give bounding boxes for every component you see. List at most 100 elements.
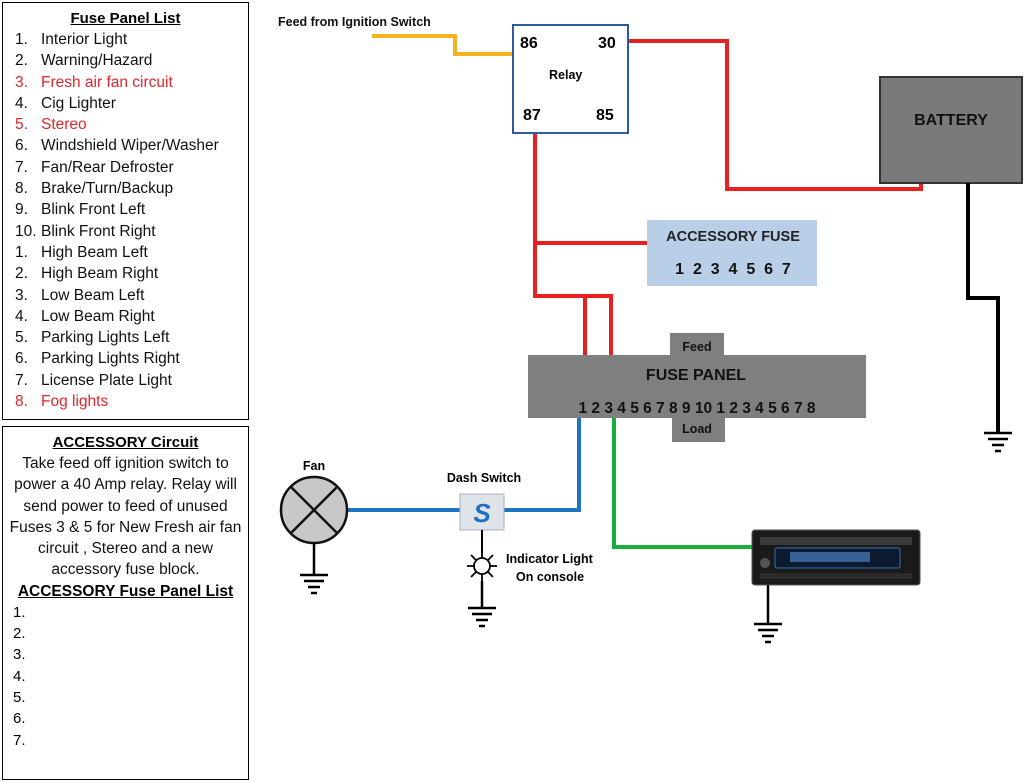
fuse-list-item-number: 9. — [15, 201, 28, 219]
fuse-list-item-number: 5. — [15, 329, 28, 347]
fuse-list-item: 7. License Plate Light — [15, 370, 248, 391]
fuse-list-item-label: Brake/Turn/Backup — [41, 180, 174, 198]
accessory-fuse-list-item: 3. — [13, 646, 26, 664]
indicator-ground-icon — [468, 606, 496, 628]
fan-circuit-wire — [348, 418, 581, 512]
fuse-list-item: 8.Fog lights — [15, 391, 248, 412]
stereo-wire — [612, 418, 754, 549]
feed-label: Feed from Ignition Switch — [278, 15, 431, 29]
fuse-list-item-label: Blink Front Left — [41, 201, 146, 219]
fuse-list-item: 5. Parking Lights Left — [15, 327, 248, 348]
fuse-panel-load-label: Load — [682, 422, 712, 436]
fuse-list-item-number: 4. — [15, 307, 28, 325]
fuse-list-item-number: 8. — [15, 393, 28, 411]
fuse-list-item-number: 3. — [15, 286, 28, 304]
fuse-panel-feed-tab — [670, 333, 724, 359]
fuse-panel-numbers: 1 2 3 4 5 6 7 8 9 10 1 2 3 4 5 6 7 8 — [579, 400, 816, 417]
fuse-list-item-number: 8. — [15, 180, 28, 198]
fan-ground-icon — [300, 573, 328, 595]
fuse-list-item-label: Windshield Wiper/Washer — [41, 137, 219, 155]
fuse-list-item-label: Low Beam Right — [41, 307, 155, 325]
fuse-list-item-number: 2. — [15, 265, 28, 283]
fuse-list-item-label: Blink Front Right — [41, 222, 156, 240]
fuse-panel — [528, 355, 866, 418]
accessory-fuse-list-item: 6. — [13, 710, 26, 728]
accessory-fuse-list-item: 5. — [13, 688, 26, 706]
fuse-list-item-label: Cig Lighter — [41, 94, 116, 112]
accessory-fuse-list: 1. 2. 3. 4. 5. 6. 7. — [3, 602, 248, 751]
accessory-fuse-label: ACCESSORY FUSE — [666, 229, 800, 245]
relay-pin-85: 85 — [596, 107, 614, 124]
dash-switch-icon: S — [459, 493, 505, 531]
fuse-list-item: 4. Low Beam Right — [15, 306, 248, 327]
fuse-list-item: 2. Warning/Hazard — [15, 50, 248, 71]
fuse-list-item-number: 7. — [15, 158, 28, 176]
indicator-label-2: On console — [516, 570, 584, 584]
indicator-light-icon — [467, 551, 497, 581]
fuse-list-item-label: Stereo — [41, 116, 87, 134]
accessory-fuse-list-title: ACCESSORY Fuse Panel List — [17, 582, 234, 600]
fuse-list-item-label: Low Beam Left — [41, 286, 145, 304]
accessory-fuse-list-item: 7. — [13, 731, 26, 749]
fuse-list-item: 1. Interior Light — [15, 29, 248, 50]
fuse-panel-list-title: Fuse Panel List — [70, 10, 181, 27]
fuse-list-item: 6.Parking Lights Right — [15, 348, 248, 369]
relay-pin-87: 87 — [523, 107, 541, 124]
fuse-panel-label: FUSE PANEL — [646, 367, 746, 384]
relay-box — [512, 24, 629, 134]
fuse-list-item-number: 6. — [15, 137, 28, 155]
relay-30-to-battery-wire — [628, 39, 923, 191]
fuse-list-item: 8. Brake/Turn/Backup — [15, 178, 248, 199]
fuse-list-item: 3.Fresh air fan circuit — [15, 72, 248, 93]
fuse-list-item-label: Warning/Hazard — [41, 52, 153, 70]
relay-87-wire — [533, 133, 613, 356]
fan-icon — [279, 475, 349, 545]
relay-pin-86: 86 — [520, 35, 538, 52]
accessory-circuit-box: ACCESSORY Circuit Take feed off ignition… — [2, 426, 249, 780]
fan-label: Fan — [303, 459, 325, 473]
fuse-list-item: 7. Fan/Rear Defroster — [15, 157, 248, 178]
fuse-panel-load-tab — [672, 414, 725, 442]
fuse-list-item-label: License Plate Light — [41, 371, 172, 389]
indicator-label-1: Indicator Light — [506, 552, 594, 566]
fuse-list-item: 3. Low Beam Left — [15, 285, 248, 306]
accessory-fuse-list-item: 2. — [13, 625, 26, 643]
fuse-list-item: 10.Blink Front Right — [15, 221, 248, 242]
relay-label: Relay — [549, 68, 582, 82]
accessory-fuse-list-item: 4. — [13, 667, 26, 685]
fuse-panel-list-box: Fuse Panel List 1. Interior Light 2. Warnin… — [2, 2, 249, 420]
accessory-fuse-list-item: 1. — [13, 603, 26, 621]
accessory-circuit-description: Take feed off ignition switch to power a… — [9, 455, 242, 579]
accessory-fuse-numbers: 1 2 3 4 5 6 7 — [675, 261, 791, 278]
fuse-list-item-label: Fresh air fan circuit — [41, 73, 173, 91]
fuse-list-item: 6. Windshield Wiper/Washer — [15, 135, 248, 156]
battery-ground-wire — [966, 183, 1000, 432]
fuse-list-item-label: Fan/Rear Defroster — [41, 158, 174, 176]
accessory-fuse-block — [647, 220, 817, 286]
stereo-icon — [751, 529, 921, 586]
stereo-ground-icon — [754, 622, 782, 644]
fuse-list-item: 4. Cig Lighter — [15, 93, 248, 114]
dash-switch-label: Dash Switch — [447, 471, 521, 485]
fuse-list-item-number: 7. — [15, 371, 28, 389]
fuse-list-item: 5. Stereo — [15, 114, 248, 135]
fuse-list-item-label: High Beam Right — [41, 265, 159, 283]
fuse-list-item: 1.High Beam Left — [15, 242, 248, 263]
ignition-feed-wire — [372, 34, 513, 56]
fuse-list-item: 2. High Beam Right — [15, 263, 248, 284]
battery-ground-icon — [984, 431, 1012, 453]
fuse-list-item-number: 5. — [15, 116, 28, 134]
fuse-list-item-number: 10. — [15, 222, 37, 240]
fuse-list-item: 9. Blink Front Left — [15, 199, 248, 220]
battery-label: BATTERY — [914, 112, 988, 129]
fuse-list-item-label: Interior Light — [41, 31, 128, 48]
fuse-list-item-number: 1. — [15, 31, 28, 48]
battery — [879, 76, 1023, 184]
relay-pin-30: 30 — [598, 35, 616, 52]
fuse-list-item-number: 6. — [15, 350, 28, 368]
fuse-list-item-number: 2. — [15, 52, 28, 70]
fuse-list-item-number: 4. — [15, 94, 28, 112]
fuse-list-item-label: Parking Lights Left — [41, 329, 170, 347]
